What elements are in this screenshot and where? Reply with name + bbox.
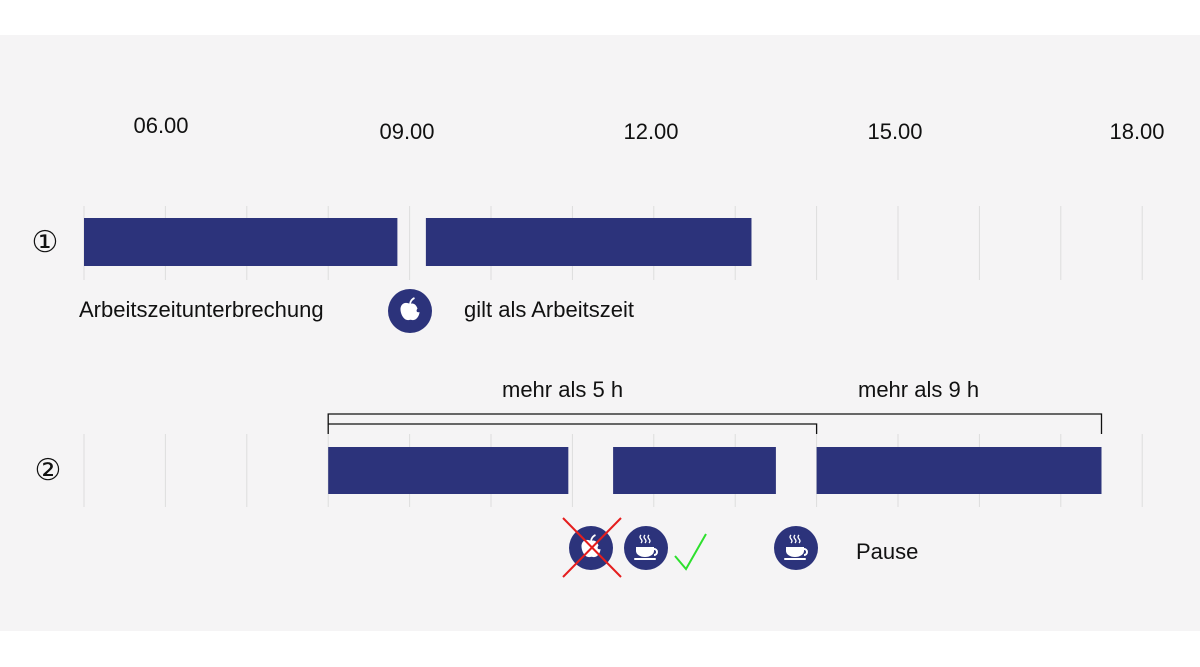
- row2-work-bar-3: [816, 447, 1102, 494]
- row1-work-bar-2: [425, 218, 752, 266]
- coffee-cup-icon: [624, 526, 668, 570]
- row1-work-bar-1: [84, 218, 398, 266]
- cross-icon: [562, 517, 622, 578]
- time-label-0600: 06.00: [133, 113, 189, 138]
- row2-work-bar-2: [613, 447, 776, 494]
- time-label-1200: 12.00: [623, 119, 679, 144]
- counts-as-worktime-label: gilt als Arbeitszeit: [464, 297, 634, 322]
- coffee-cup-icon: [774, 526, 818, 570]
- time-label-1800: 18.00: [1109, 119, 1165, 144]
- apple-icon: [388, 289, 432, 333]
- row-number-2: ②: [34, 454, 62, 487]
- time-label-0900: 09.00: [379, 119, 435, 144]
- time-label-1500: 15.00: [867, 119, 923, 144]
- bracket-5h-label: mehr als 5 h: [502, 377, 624, 402]
- bracket-5h: [328, 423, 818, 434]
- row-number-1: ①: [31, 226, 59, 259]
- row2-work-bar-1: [328, 447, 569, 494]
- bracket-9h-label: mehr als 9 h: [858, 377, 980, 402]
- check-icon: [674, 533, 707, 571]
- pause-label: Pause: [856, 539, 919, 564]
- break-label: Arbeitszeitunterbrechung: [79, 297, 324, 322]
